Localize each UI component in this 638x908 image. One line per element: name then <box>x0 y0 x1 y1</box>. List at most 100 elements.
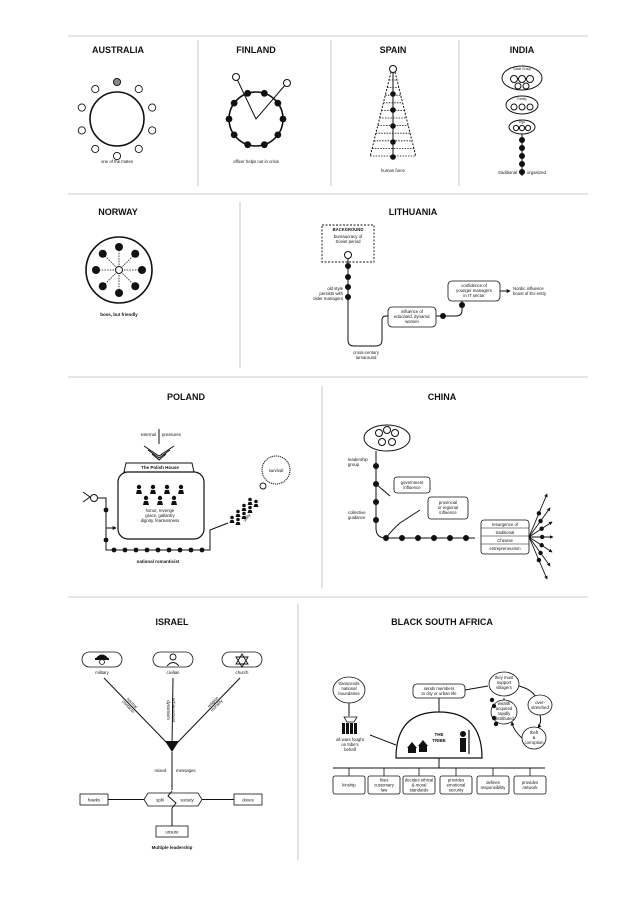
india-left-label: traditional <box>498 170 517 175</box>
poland-unity-head <box>230 515 234 520</box>
norway-circle <box>85 236 153 304</box>
poland-track-dot <box>155 547 161 553</box>
lithuania-nordic-2: boost of EU entry <box>513 291 547 296</box>
bsa-bottom-box <box>402 775 436 795</box>
finland-member <box>279 115 287 123</box>
india-family-ellipse <box>505 95 539 115</box>
svg-text:villagers: villagers <box>496 685 512 690</box>
poland-unity-label: unity <box>242 512 252 523</box>
finland-member <box>260 89 268 97</box>
israel-panel: ISRAEL military civilian church normalco… <box>79 617 263 850</box>
australia-mates <box>77 77 157 161</box>
bsa-title: BLACK SOUTH AFRICA <box>391 617 493 627</box>
lithuania-title: LITHUANIA <box>389 207 438 217</box>
israel-military-line <box>103 677 168 744</box>
civilian-person-icon <box>166 653 180 667</box>
spain-panel: SPAIN human force <box>369 45 417 173</box>
spain-dot <box>390 154 396 160</box>
china-leadership-ellipse <box>363 424 411 452</box>
china-panel: CHINA leadership group collective guidan… <box>348 392 554 580</box>
india-right-label: organized <box>527 170 546 175</box>
india-top-label: Caste Group <box>513 67 531 71</box>
china-right-2: traditional <box>496 530 515 535</box>
lithuania-confidence-3: in IT sector <box>463 293 485 298</box>
china-dot <box>415 535 421 541</box>
israel-messages: messages <box>176 768 196 773</box>
china-path-dots <box>373 463 469 541</box>
lithuania-background-box <box>321 224 375 263</box>
bsa-chain-dot <box>491 703 497 709</box>
poland-unity-head <box>242 503 246 508</box>
poland-track-dot <box>199 547 205 553</box>
finland-member <box>274 131 282 139</box>
bsa-chain-dot <box>493 721 499 727</box>
spain-dot <box>390 123 396 129</box>
svg-text:stretched: stretched <box>531 705 549 710</box>
poland-unity-body <box>235 514 241 517</box>
norway-spoke <box>122 255 134 267</box>
poland-unity-body <box>229 520 235 523</box>
poland-track-dot <box>166 547 172 553</box>
lithuania-old-style-3: older managers <box>313 296 343 301</box>
poland-track-dot <box>133 547 139 553</box>
china-government-box <box>393 476 431 494</box>
svg-text:theft: theft <box>530 730 539 735</box>
israel-doves-box <box>233 793 263 806</box>
finland-member <box>244 89 252 97</box>
israel-civilian-label: civilian <box>167 670 181 675</box>
svg-text:corruption: corruption <box>524 740 544 745</box>
finland-member <box>260 141 268 149</box>
israel-church-line <box>176 677 241 744</box>
israel-split-zigzag <box>167 790 177 809</box>
bsa-bottom-label: & moral <box>412 783 427 788</box>
norway-member <box>98 249 107 258</box>
bsa-bottom-box <box>367 775 401 795</box>
norway-member <box>131 249 140 258</box>
finland-member <box>225 115 233 123</box>
poland-person-body <box>143 501 149 505</box>
china-dot <box>447 535 453 541</box>
bsa-support <box>488 671 520 697</box>
poland-track-dot <box>144 547 150 553</box>
lithuania-influence-box <box>387 306 437 328</box>
norway-spoke <box>104 255 116 267</box>
poland-caption: national romanticist <box>137 559 180 564</box>
spain-right-edge <box>394 71 417 158</box>
china-leadership-2: group <box>348 462 360 467</box>
poland-person-body <box>150 490 156 494</box>
poland-person-head <box>157 495 163 501</box>
china-right-1: resurgence of <box>492 522 519 527</box>
poland-entry-mark <box>82 491 91 503</box>
poland-pressure-chevrons <box>143 445 175 461</box>
bsa-tribe-2: TRIBE <box>432 738 446 743</box>
poland-unity-head <box>242 511 246 516</box>
bsa-bottom-label: customary <box>374 783 395 788</box>
svg-text:on tribe's: on tribe's <box>341 742 358 747</box>
bsa-bottom-label: emotional <box>447 783 466 788</box>
bsa-huts-icon <box>407 740 428 753</box>
poland-start-node <box>90 494 98 502</box>
finland-node-right <box>283 79 291 87</box>
poland-survival-circle <box>261 455 291 485</box>
norway-member <box>131 282 140 291</box>
bsa-bottom-label: fixes <box>380 778 389 783</box>
poland-unity-body <box>235 522 241 525</box>
norway-boss <box>115 266 123 274</box>
finland-members <box>225 89 287 149</box>
india-panel: INDIA Caste Group Family Ego traditional… <box>498 45 546 176</box>
lithuania-confidence-2: younger managers <box>456 288 492 293</box>
poland-person-head <box>136 484 142 490</box>
poland-track-dot <box>111 547 117 553</box>
poland-person-head <box>164 484 170 490</box>
poland-unity-body <box>253 504 259 507</box>
australia-title: AUSTRALIA <box>92 45 144 55</box>
bsa-bottom-label: kinship <box>342 783 356 788</box>
israel-society: society <box>180 798 194 803</box>
svg-text:wealth: wealth <box>498 701 511 706</box>
china-prov-link <box>385 509 421 539</box>
bsa-bottom-box <box>332 775 366 795</box>
israel-title: ISRAEL <box>155 617 189 627</box>
poland-unity-body <box>247 510 253 513</box>
norway-title: NORWAY <box>98 207 138 217</box>
